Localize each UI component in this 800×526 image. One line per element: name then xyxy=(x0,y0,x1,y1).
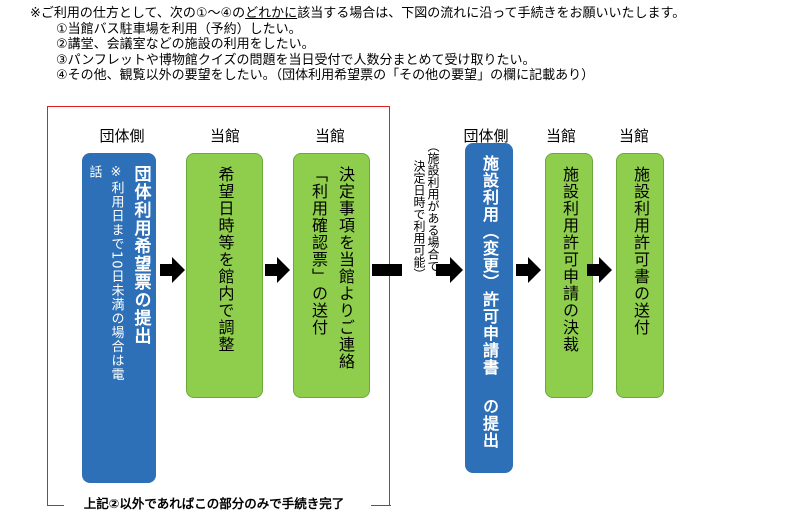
intro-heading: ※ご利用の仕方として、次の①～④のどれかに該当する場合は、下図の流れに沿って手続… xyxy=(30,6,795,22)
arrow-right-icon xyxy=(516,257,541,283)
step1-note-col2: 話 xyxy=(86,165,102,179)
step3-text-col2: 「利用確認票」の送付 xyxy=(309,166,328,336)
connector-bar xyxy=(372,264,402,276)
intro-text: ※ご利用の仕方として、次の①～④のどれかに該当する場合は、下図の流れに沿って手続… xyxy=(30,6,795,84)
arrow-right-icon xyxy=(160,257,185,283)
step3-text-col1: 決定事項を当館よりご連絡 xyxy=(336,166,355,370)
header-museum-4: 当館 xyxy=(618,127,649,145)
step5-text: 施設利用許可申請の決裁 xyxy=(560,166,579,353)
red-bracket-bottom-left xyxy=(47,505,64,506)
red-bracket-bottom-right xyxy=(371,505,391,506)
red-bracket xyxy=(47,106,390,506)
step-approve-application: 施設利用許可申請の決裁 xyxy=(545,153,593,398)
header-museum-3: 当館 xyxy=(545,127,576,145)
arrow-right-icon xyxy=(587,257,612,283)
step4-text-col2: の提出 xyxy=(480,398,499,449)
side-note-col1: （施設利用がある場合で、 xyxy=(426,140,440,284)
step-submit-request-form: 団体利用希望票の提出 ※利用日まで10日未満の場合は電 話 xyxy=(82,153,156,483)
header-museum-1: 当館 xyxy=(209,127,240,145)
header-group-side-1: 団体側 xyxy=(99,127,145,145)
step-submit-facility-application: 施設利用（変更）許可申請書 xyxy=(465,143,513,473)
step4-text-col1: 施設利用（変更）許可申請書 xyxy=(480,155,499,376)
step2-text: 希望日時等を館内で調整 xyxy=(215,166,235,353)
step1-main-text: 団体利用希望票の提出 xyxy=(130,165,151,345)
intro-item-4: ④その他、観覧以外の要望をしたい。（団体利用希望票の「その他の要望」の欄に記載あ… xyxy=(56,68,595,83)
step-adjust-schedule: 希望日時等を館内で調整 xyxy=(186,153,263,398)
intro-heading-part1: ※ご利用の仕方として、次の①～④の xyxy=(30,6,246,21)
side-note: （施設利用がある場合で、 決定日時で利用可能） xyxy=(412,140,440,284)
step-send-permit: 施設利用許可書の送付 xyxy=(616,153,664,398)
step6-text: 施設利用許可書の送付 xyxy=(631,166,650,336)
intro-item-1: ①当館バス駐車場を利用（予約）したい。 xyxy=(56,21,302,37)
bottom-note: 上記②以外であればこの部分のみで手続き完了 xyxy=(83,496,345,511)
intro-item-2: ②講堂、会議室などの施設の利用をしたい。 xyxy=(56,37,315,52)
header-group-side-2: 団体側 xyxy=(463,127,509,145)
arrow-right-icon xyxy=(265,257,290,283)
intro-item-3: ③パンフレットや博物館クイズの問題を当日受付で人数分まとめて受け取りたい。 xyxy=(56,52,536,68)
step-send-confirmation: 決定事項を当館よりご連絡 「利用確認票」の送付 xyxy=(293,153,370,398)
intro-heading-part2: 該当する場合は、下図の流れに沿って手続きをお願いいたします。 xyxy=(297,6,686,21)
step1-note-col1: ※利用日まで10日未満の場合は電 xyxy=(108,165,124,382)
side-note-col2: 決定日時で利用可能） xyxy=(412,160,426,280)
header-museum-2: 当館 xyxy=(314,127,345,145)
arrow-right-icon xyxy=(436,257,463,283)
intro-heading-underlined: どれかに xyxy=(245,6,298,21)
